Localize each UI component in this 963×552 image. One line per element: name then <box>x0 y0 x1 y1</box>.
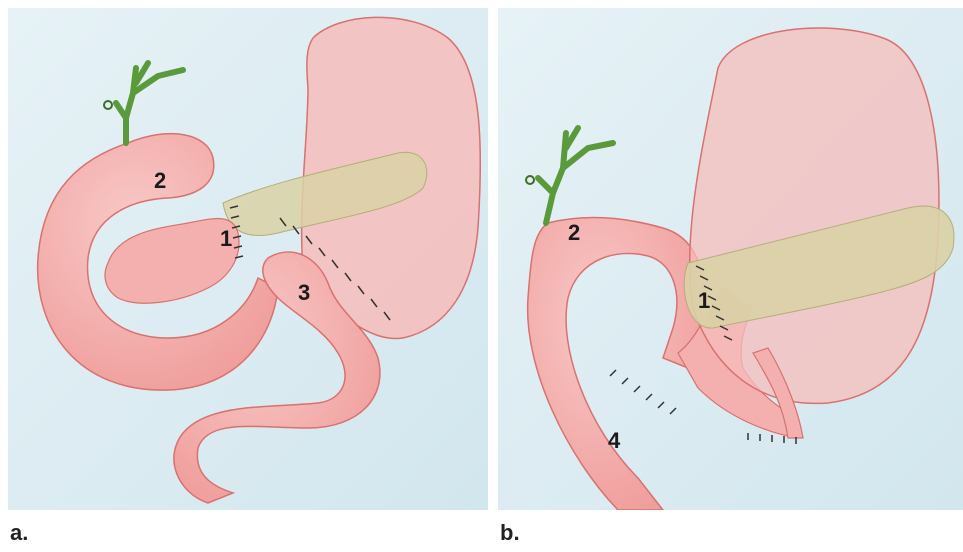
label-1: 1 <box>220 226 232 251</box>
label-1: 1 <box>698 288 710 313</box>
label-3: 3 <box>298 280 310 305</box>
panel-a-svg: 2 1 3 <box>8 8 488 510</box>
panel-a-illustration: 2 1 3 <box>8 8 488 510</box>
panel-b-illustration: 2 1 4 <box>498 8 963 510</box>
panel-b-caption: b. <box>500 520 520 546</box>
label-2: 2 <box>568 220 580 245</box>
panel-a-caption: a. <box>10 520 28 546</box>
label-2: 2 <box>154 168 166 193</box>
panel-b-svg: 2 1 4 <box>498 8 963 510</box>
label-4: 4 <box>608 428 621 453</box>
